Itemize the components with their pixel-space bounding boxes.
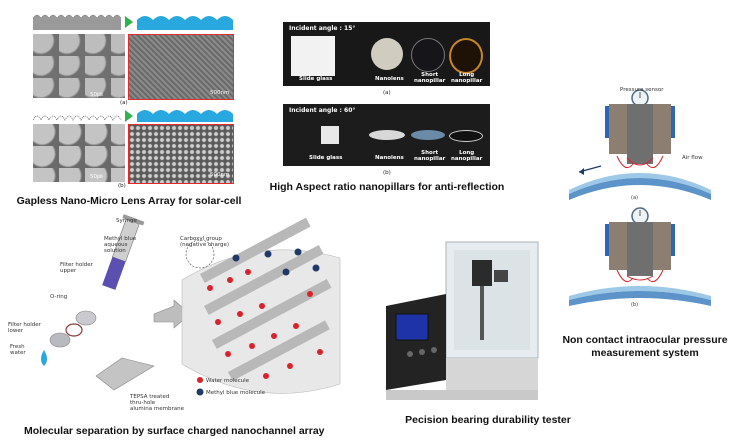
- photo-panel-a: Incident angle : 15° Slide glass Nanolen…: [283, 22, 490, 86]
- syringe-label: Syringe: [116, 218, 137, 224]
- methyl-blue-molecule-label: Methyl blue molecule: [206, 390, 265, 396]
- label-slide-glass-b: Slide glass: [309, 155, 343, 161]
- incident-angle-a: Incident angle : 15°: [289, 25, 356, 32]
- label-short-b: Short nanopillar: [414, 150, 446, 162]
- antireflection-sub-b: (b): [383, 170, 391, 176]
- filter-holder-upper-label: Filter holder upper: [60, 262, 93, 274]
- scale-bar-b-right: 500nm: [210, 172, 230, 178]
- sem-image-lens-a: [33, 34, 125, 98]
- sem-image-zoom-a: [128, 34, 234, 100]
- water-molecule-label: Water molecule: [206, 378, 250, 384]
- label-nanolens-a: Nanolens: [375, 76, 404, 82]
- label-long-a: Long nanopillar: [451, 72, 483, 84]
- solar-sub-a: (a): [120, 100, 128, 106]
- molecular-caption: Molecular separation by surface charged …: [24, 425, 325, 437]
- fresh-water-label: Fresh water: [10, 344, 26, 356]
- short-nanopillar-b: [411, 130, 445, 140]
- slide-glass-a: [291, 36, 335, 76]
- slide-glass-b: [321, 126, 339, 144]
- scale-bar-b-left: 50㎛: [90, 174, 103, 180]
- sem-image-zoom-b: [128, 124, 234, 184]
- lens-profile-diagram-b: [33, 110, 233, 122]
- air-flow-label: Air flow: [682, 155, 703, 161]
- nanolens-a: [371, 38, 403, 70]
- antireflection-sub-a: (a): [383, 90, 391, 96]
- solar-caption: Gapless Nano-Micro Lens Array for solar-…: [16, 195, 242, 207]
- solar-sub-b: (b): [118, 183, 126, 189]
- intraocular-caption: Non contact intraocular pressure measure…: [562, 334, 728, 359]
- membrane-label: TEPSA treated thru-hole alumina membrane: [130, 394, 184, 412]
- antireflection-caption: High Aspect ratio nanopillars for anti-r…: [269, 181, 505, 193]
- o-ring-label: O-ring: [50, 294, 68, 300]
- carboxyl-label: Carboxyl group (negative charge): [180, 236, 230, 248]
- photo-panel-b: Incident angle : 60° Slide glass Nanolen…: [283, 104, 490, 166]
- intraocular-diagram: (a) (b): [569, 89, 711, 308]
- intraocular-sub-a: (a): [631, 195, 638, 201]
- methyl-blue-label: Methyl blue aqueous solution: [104, 236, 137, 254]
- label-short-a: Short nanopillar: [414, 72, 446, 84]
- bearing-tester-photo: [386, 241, 539, 400]
- scale-bar-a-left: 50㎛: [90, 92, 103, 98]
- molecular-diagram: [41, 214, 341, 396]
- scale-bar-a-right: 500nm: [210, 90, 230, 96]
- filter-holder-lower-label: Filter holder lower: [8, 322, 41, 334]
- intraocular-sub-b: (b): [631, 302, 638, 308]
- sem-image-lens-b: [33, 124, 125, 182]
- bearing-caption: Pecision bearing durability tester: [405, 414, 571, 426]
- pressure-sensor-label: Pressure sensor: [620, 87, 664, 93]
- label-long-b: Long nanopillar: [451, 150, 483, 162]
- nanolens-b: [369, 130, 405, 140]
- label-slide-glass-a: Slide glass: [299, 76, 333, 82]
- short-nanopillar-a: [411, 38, 445, 72]
- label-nanolens-b: Nanolens: [375, 155, 404, 161]
- incident-angle-b: Incident angle : 60°: [289, 107, 356, 114]
- lens-profile-diagram-a: [33, 14, 233, 30]
- long-nanopillar-a: [449, 38, 483, 74]
- long-nanopillar-b: [449, 130, 483, 142]
